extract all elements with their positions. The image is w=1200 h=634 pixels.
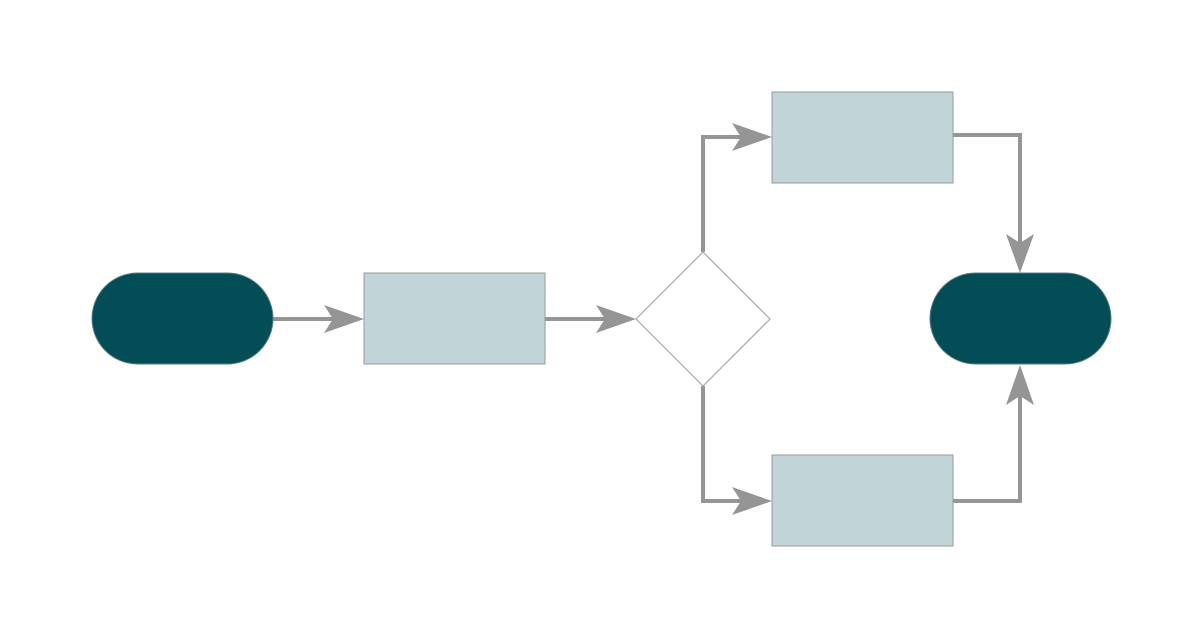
branch-top-box[interactable]: [771, 91, 954, 184]
edge-branch-top-to-end: [953, 133, 1022, 244]
end-terminal[interactable]: [929, 272, 1112, 365]
start-terminal[interactable]: [91, 272, 274, 365]
edge-branch-bottom-to-end: [953, 395, 1022, 503]
arrowhead-process-to-decision: [596, 305, 636, 333]
arrowhead-start-to-process: [324, 305, 364, 333]
edge-decision-to-branch-top: [701, 135, 742, 252]
arrowhead-decision-to-branch-bottom: [732, 487, 772, 515]
arrowhead-branch-top-to-end: [1006, 234, 1034, 273]
edge-decision-to-branch-bottom: [701, 386, 742, 503]
branch-bottom-box[interactable]: [771, 454, 954, 547]
arrowhead-decision-to-branch-top: [732, 123, 772, 151]
arrowhead-branch-bottom-to-end: [1006, 365, 1034, 405]
connectors: [273, 123, 1034, 515]
decision-diamond[interactable]: [635, 251, 771, 387]
process-box[interactable]: [363, 272, 546, 365]
nodes: [91, 91, 1112, 547]
